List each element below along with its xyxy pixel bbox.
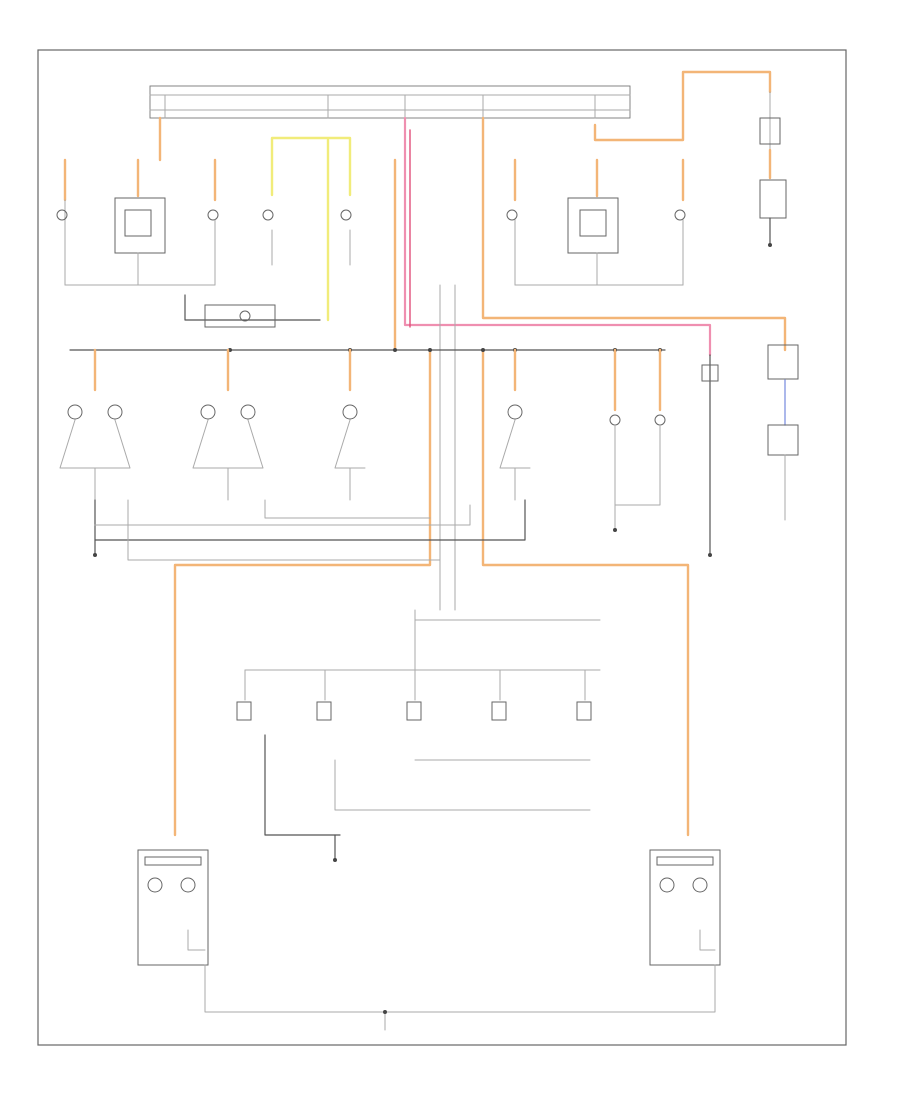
ground-icon	[708, 553, 712, 557]
bulb-icon	[147, 877, 163, 893]
relay-icon	[579, 209, 607, 237]
ground-icon	[333, 858, 337, 862]
relay-icon	[124, 209, 152, 237]
bulb-icon	[507, 404, 523, 420]
rear-lamp-4	[499, 348, 531, 501]
bulb-icon	[107, 404, 123, 420]
bulb-icon	[240, 404, 256, 420]
orange-feed-wires	[173, 116, 787, 837]
door-switch-2	[316, 669, 332, 721]
hazard-switch	[184, 294, 321, 328]
dimmer-switch	[767, 424, 799, 456]
relay-icon	[759, 117, 781, 145]
bulb-icon	[342, 404, 358, 420]
bulb-icon	[180, 877, 196, 893]
door-switch-1	[236, 669, 252, 721]
bulb-icon	[56, 209, 68, 221]
left-turn-flasher	[114, 197, 166, 254]
bulb-icon	[692, 877, 708, 893]
right-front-lamp-group	[439, 158, 686, 611]
switch-icon	[406, 701, 422, 721]
right-relay-column	[759, 91, 787, 247]
right-turn-lamp	[506, 209, 518, 221]
door-switch-group	[236, 609, 601, 862]
bulb-icon	[659, 877, 675, 893]
rear-lamp-1	[59, 348, 131, 501]
door-switch-5	[576, 669, 592, 721]
bulb-icon	[239, 310, 251, 322]
bulb-icon	[200, 404, 216, 420]
bottom-ground-bus	[204, 964, 716, 1031]
fog-lamp-switch	[340, 209, 352, 221]
right-column-circuit	[701, 344, 799, 557]
switch-icon	[236, 701, 252, 721]
left-front-lamp-group	[56, 116, 352, 286]
battery-feed-wire	[593, 70, 772, 142]
switch-icon	[491, 701, 507, 721]
right-turn-flasher	[567, 197, 619, 254]
bulb-icon	[609, 414, 621, 426]
ground-icon	[93, 553, 97, 557]
ground-return-wires	[93, 499, 617, 561]
left-turn-lamp	[56, 209, 68, 221]
door-switch-4	[491, 669, 507, 721]
ground-icon	[383, 1010, 387, 1014]
bulb-icon	[67, 404, 83, 420]
left-courtesy-lamp	[137, 849, 209, 966]
pink-feed-wire	[403, 116, 712, 357]
splice-bus	[69, 348, 666, 352]
switch-icon	[576, 701, 592, 721]
relay-right	[767, 344, 799, 380]
license-lamp	[701, 364, 719, 382]
rear-lamp-2	[192, 348, 264, 501]
rear-lamp-3	[334, 348, 366, 501]
fuse-block	[149, 85, 631, 119]
diagram-frame	[37, 49, 847, 1046]
right-marker-lamp	[674, 209, 686, 221]
bulb-icon	[654, 414, 666, 426]
left-front-lamp	[262, 209, 274, 221]
ground-icon	[613, 528, 617, 532]
switch-icon	[316, 701, 332, 721]
door-switch-3	[406, 669, 422, 721]
stop-lamp-pair	[609, 348, 666, 531]
left-marker-lamp	[207, 209, 219, 221]
rear-lamp-group	[59, 348, 666, 531]
right-courtesy-lamp	[649, 849, 721, 966]
relay-icon	[759, 179, 787, 219]
yellow-signal-wire	[270, 136, 352, 322]
